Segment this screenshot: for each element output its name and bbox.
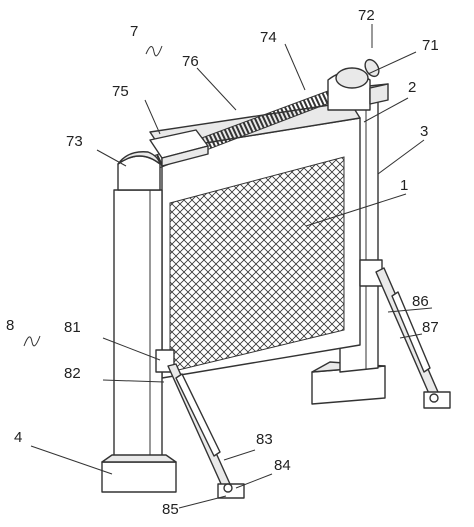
left-support [155, 349, 245, 499]
right-bearing [327, 67, 389, 111]
leader-lines [30, 24, 433, 509]
label-72: 72 [358, 7, 375, 24]
label-85: 85 [162, 501, 179, 518]
label-81: 81 [64, 319, 81, 336]
label-84: 84 [274, 457, 291, 474]
label-3: 3 [420, 123, 428, 140]
label-2: 2 [408, 79, 416, 96]
label-83: 83 [256, 431, 273, 448]
label-82: 82 [64, 365, 81, 382]
label-7-squiggle [145, 45, 163, 57]
left-bearing [117, 151, 161, 191]
label-4: 4 [14, 429, 22, 446]
left-base-block [101, 454, 177, 493]
label-76: 76 [182, 53, 199, 70]
mesh-panel [169, 156, 345, 373]
label-87: 87 [422, 319, 439, 336]
left-post [113, 189, 163, 471]
label-74: 74 [260, 29, 277, 46]
label-71: 71 [422, 37, 439, 54]
label-7: 7 [130, 23, 138, 40]
slider-block [149, 129, 209, 167]
label-8: 8 [6, 317, 14, 334]
right-support [359, 259, 451, 409]
label-1: 1 [400, 177, 408, 194]
label-73: 73 [66, 133, 83, 150]
label-8-squiggle [23, 335, 41, 347]
motor-knob [364, 58, 380, 78]
part-labels: 72 71 74 76 75 7 2 73 3 1 8 86 81 87 82 … [6, 7, 439, 518]
label-75: 75 [112, 83, 129, 100]
label-86: 86 [412, 293, 429, 310]
